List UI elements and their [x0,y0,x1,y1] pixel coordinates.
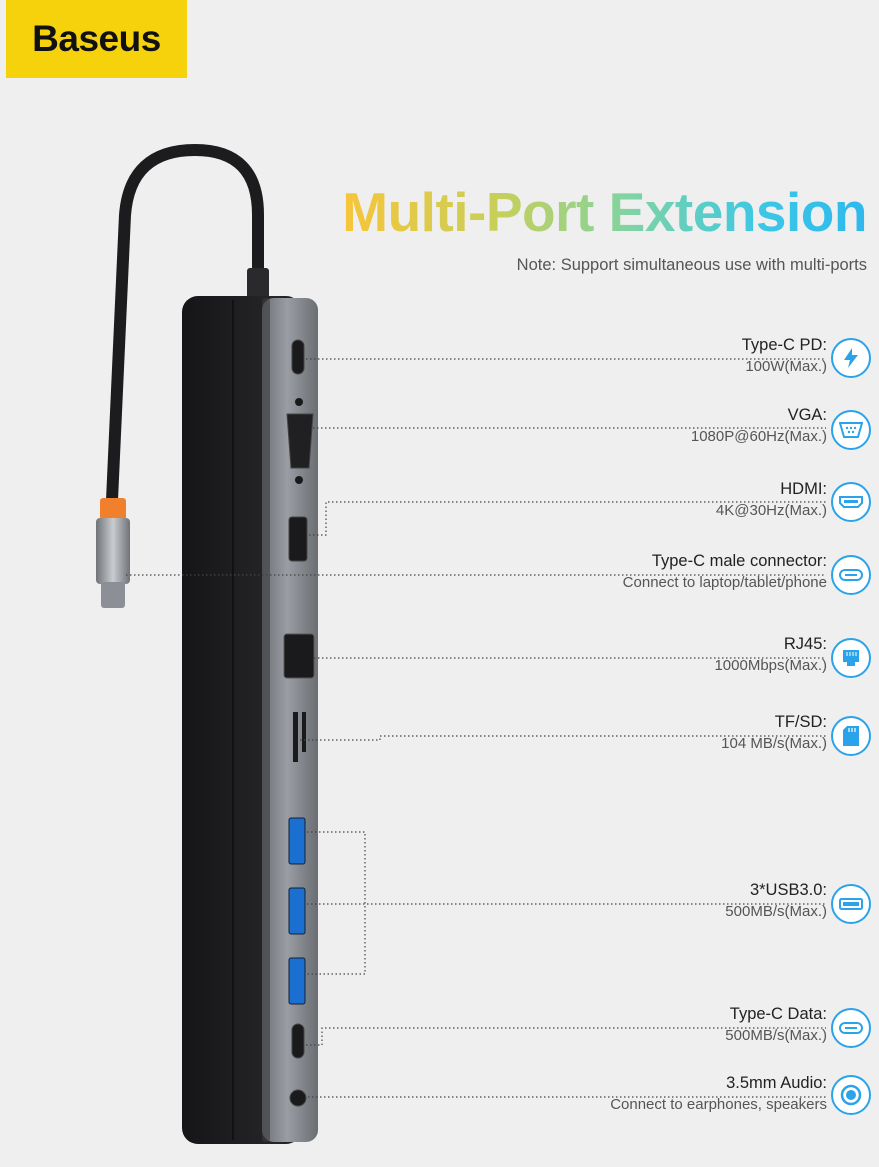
page-title: Multi-Port Extension [342,181,867,243]
port-audio-jack [289,1089,307,1107]
port-name: Type-C Data: [729,1005,827,1023]
port-type-c-pd [291,339,305,375]
port-spec: Connect to earphones, speakers [610,1096,827,1113]
cable-strain-relief [247,268,269,304]
port-spec: Connect to laptop/tablet/phone [622,574,827,591]
port-spec: 100W(Max.) [745,358,827,375]
plug-housing [96,518,130,584]
port-vga [286,413,314,469]
port-name: RJ45: [783,635,827,653]
port-spec: 104 MB/s(Max.) [721,735,827,752]
port-sd-slot [293,712,298,762]
port-type-c-data [291,1023,305,1059]
port-spec: 500MB/s(Max.) [725,903,827,920]
usb-a-icon [831,884,871,924]
label-vga: VGA: 1080P@60Hz(Max.) [691,404,827,448]
vga-icon [831,410,871,450]
port-name: Type-C male connector: [651,552,827,570]
label-rj45: RJ45: 1000Mbps(Max.) [714,633,827,677]
audio-jack-icon [831,1075,871,1115]
cable [106,143,264,506]
label-tf-sd: TF/SD: 104 MB/s(Max.) [721,711,827,755]
logo-text: Baseus [32,18,161,59]
label-type-c-male: Type-C male connector: Connect to laptop… [623,550,827,594]
usb-c-icon [831,1008,871,1048]
port-hdmi [288,516,308,562]
port-usb-a-3 [288,957,306,1005]
port-usb-a-1 [288,817,306,865]
sd-card-icon [831,716,871,756]
label-usb3: 3*USB3.0: 500MB/s(Max.) [725,879,827,923]
baseus-logo: Baseus [6,0,187,78]
label-type-c-data: Type-C Data: 500MB/s(Max.) [725,1003,827,1047]
port-name: HDMI: [780,480,827,498]
port-name: Type-C PD: [741,336,827,354]
label-audio: 3.5mm Audio: Connect to earphones, speak… [610,1072,827,1116]
label-hdmi: HDMI: 4K@30Hz(Max.) [716,478,827,522]
port-tf-slot [302,712,306,752]
label-type-c-pd: Type-C PD: 100W(Max.) [742,334,827,378]
port-usb-a-2 [288,887,306,935]
port-name: 3*USB3.0: [749,881,827,899]
port-spec: 500MB/s(Max.) [725,1027,827,1044]
port-name: 3.5mm Audio: [726,1074,827,1092]
support-note: Note: Support simultaneous use with mult… [516,256,867,274]
plug-tip [101,582,125,608]
ethernet-icon [831,638,871,678]
port-spec: 4K@30Hz(Max.) [715,502,827,519]
port-name: VGA: [787,406,827,424]
bolt-icon [831,338,871,378]
usb-c-icon [831,555,871,595]
hdmi-icon [831,482,871,522]
port-rj45 [283,633,315,679]
port-spec: 1000Mbps(Max.) [714,657,827,674]
port-spec: 1080P@60Hz(Max.) [690,428,827,445]
plug-orange-collar [100,498,126,520]
port-name: TF/SD: [774,713,827,731]
